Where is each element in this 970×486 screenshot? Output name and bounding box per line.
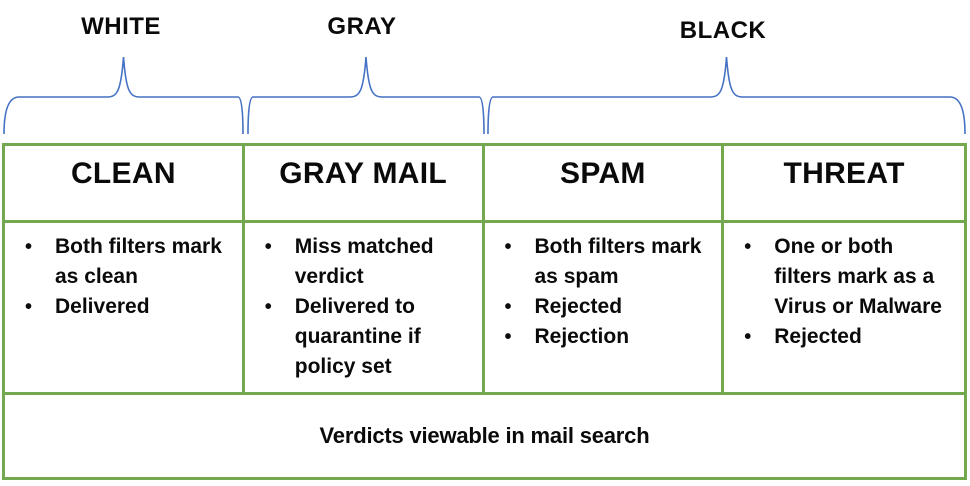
column-header: GRAY MAIL bbox=[279, 157, 447, 190]
column-header: THREAT bbox=[783, 157, 905, 190]
footer-text: Verdicts viewable in mail search bbox=[319, 423, 650, 448]
bullet-icon: • bbox=[264, 296, 272, 318]
bullet-list: •Miss matched verdict •Delivered to quar… bbox=[257, 232, 476, 382]
list-item: •Miss matched verdict bbox=[257, 232, 476, 292]
bullet-icon: • bbox=[504, 296, 512, 318]
list-item: •Rejected bbox=[497, 292, 716, 322]
header-cell-gray-mail: GRAY MAIL bbox=[244, 146, 485, 223]
black-group-brace-icon bbox=[487, 56, 966, 136]
bullet-icon: • bbox=[504, 326, 512, 348]
bullet-list: •One or both filters mark as a Virus or … bbox=[736, 232, 958, 352]
footer-row: Verdicts viewable in mail search bbox=[5, 395, 964, 477]
group-label-gray: GRAY bbox=[327, 13, 397, 40]
white-group-brace-icon bbox=[3, 56, 244, 136]
gray-group-brace-icon bbox=[247, 56, 485, 136]
column-header: SPAM bbox=[560, 157, 646, 190]
header-cell-threat: THREAT bbox=[724, 146, 964, 223]
body-cell-clean: •Both filters mark as clean •Delivered bbox=[5, 223, 245, 395]
list-item: •One or both filters mark as a Virus or … bbox=[736, 232, 958, 322]
list-item: •Rejection bbox=[497, 322, 716, 352]
verdict-table: CLEAN GRAY MAIL SPAM THREAT •Both filter… bbox=[2, 143, 967, 480]
list-item: •Delivered to quarantine if policy set bbox=[257, 292, 476, 382]
header-cell-spam: SPAM bbox=[484, 146, 725, 223]
bullet-icon: • bbox=[744, 236, 752, 258]
bullet-icon: • bbox=[504, 236, 512, 258]
bullet-icon: • bbox=[25, 296, 33, 318]
list-item: •Delivered bbox=[17, 292, 236, 322]
body-cell-spam: •Both filters mark as spam •Rejected •Re… bbox=[484, 223, 725, 395]
list-item: •Both filters mark as clean bbox=[17, 232, 236, 292]
bullet-icon: • bbox=[264, 236, 272, 258]
bullet-list: •Both filters mark as spam •Rejected •Re… bbox=[497, 232, 716, 352]
list-item: •Rejected bbox=[736, 322, 958, 352]
group-label-black: BLACK bbox=[679, 17, 767, 44]
body-cell-threat: •One or both filters mark as a Virus or … bbox=[724, 223, 964, 395]
body-cell-gray-mail: •Miss matched verdict •Delivered to quar… bbox=[244, 223, 485, 395]
header-cell-clean: CLEAN bbox=[5, 146, 245, 223]
bullet-list: •Both filters mark as clean •Delivered bbox=[17, 232, 236, 322]
list-item: •Both filters mark as spam bbox=[497, 232, 716, 292]
group-label-white: WHITE bbox=[81, 13, 161, 40]
bullet-icon: • bbox=[744, 326, 752, 348]
column-header: CLEAN bbox=[70, 157, 176, 190]
bullet-icon: • bbox=[25, 236, 33, 258]
